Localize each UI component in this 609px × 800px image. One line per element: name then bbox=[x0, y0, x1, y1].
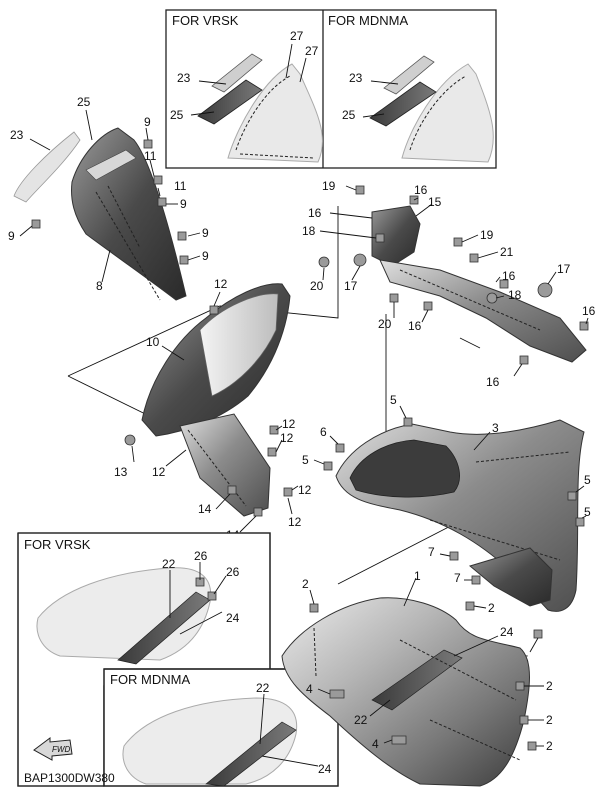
fwd-label: FWD bbox=[52, 745, 70, 754]
callout-20-b: 20 bbox=[378, 317, 392, 331]
callout-16-a: 16 bbox=[414, 183, 428, 197]
callout-25-vrsk-top: 25 bbox=[170, 108, 184, 122]
callout-9-b: 9 bbox=[180, 197, 187, 211]
callout-17-a: 17 bbox=[557, 262, 571, 276]
callout-12-e: 12 bbox=[288, 515, 302, 529]
inset-label-vrsk-top: FOR VRSK bbox=[172, 13, 239, 28]
callout-5-b: 5 bbox=[302, 453, 309, 467]
callout-16-f: 16 bbox=[486, 375, 500, 389]
callout-24-vrsk: 24 bbox=[226, 611, 240, 625]
callout-25-left: 25 bbox=[77, 95, 91, 109]
windscreen-mdnma-bottom bbox=[122, 697, 298, 787]
callout-26-b: 26 bbox=[226, 565, 240, 579]
callout-6: 6 bbox=[320, 425, 327, 439]
callout-5-a: 5 bbox=[390, 393, 397, 407]
callout-27a: 27 bbox=[290, 29, 304, 43]
callout-22-vrsk: 22 bbox=[162, 557, 176, 571]
callout-2-b: 2 bbox=[488, 601, 495, 615]
callout-4-b: 4 bbox=[372, 737, 379, 751]
callout-9-a: 9 bbox=[144, 115, 151, 129]
callout-9-d: 9 bbox=[202, 249, 209, 263]
callout-7-a: 7 bbox=[428, 545, 435, 559]
callout-4-a: 4 bbox=[306, 682, 313, 696]
callout-26-a: 26 bbox=[194, 549, 208, 563]
callout-9-e: 9 bbox=[8, 229, 15, 243]
callout-11-b: 11 bbox=[174, 179, 187, 193]
callout-13: 13 bbox=[114, 465, 128, 479]
callout-27b: 27 bbox=[305, 44, 319, 58]
callout-2-d: 2 bbox=[546, 713, 553, 727]
callout-5-c: 5 bbox=[584, 473, 591, 487]
callout-2-c: 2 bbox=[546, 679, 553, 693]
callout-12-c: 12 bbox=[152, 465, 166, 479]
middle-right-assembly: 5 6 3 5 5 5 7 7 5 bbox=[302, 393, 591, 667]
inset-label-mdnma-top: FOR MDNMA bbox=[328, 13, 408, 28]
callout-23-left: 23 bbox=[10, 128, 24, 142]
callout-22-main: 22 bbox=[354, 713, 368, 727]
diagram-code: BAP1300DW380 bbox=[24, 771, 115, 785]
callout-23-vrsk-top: 23 bbox=[177, 71, 191, 85]
middle-left-assembly: 12 10 12 13 12 14 12 14 12 12 bbox=[114, 277, 312, 542]
inset-label-mdnma-bottom: FOR MDNMA bbox=[110, 672, 190, 687]
callout-9-c: 9 bbox=[202, 226, 209, 240]
callout-8: 8 bbox=[96, 279, 103, 293]
callout-16-b: 16 bbox=[308, 206, 322, 220]
callout-16-c: 16 bbox=[502, 269, 516, 283]
callout-19-b: 19 bbox=[480, 228, 494, 242]
windscreen-vrsk-top bbox=[197, 53, 323, 163]
callout-3: 3 bbox=[492, 421, 499, 435]
callout-12-d: 12 bbox=[280, 431, 294, 445]
callout-7-b: 7 bbox=[454, 571, 461, 585]
callout-14-a: 14 bbox=[198, 502, 212, 516]
callout-15: 15 bbox=[428, 195, 442, 209]
callout-21: 21 bbox=[500, 245, 514, 259]
callout-10: 10 bbox=[146, 335, 160, 349]
callout-25-mdnma-top: 25 bbox=[342, 108, 356, 122]
callout-17-b: 17 bbox=[344, 279, 358, 293]
inset-bottom: FOR VRSK FOR MDNMA 22 26 26 24 22 24 FWD bbox=[17, 532, 339, 787]
callout-1: 1 bbox=[414, 569, 421, 583]
callout-12-b: 12 bbox=[282, 417, 296, 431]
callout-24-main: 24 bbox=[500, 625, 514, 639]
callout-23-mdnma-top: 23 bbox=[349, 71, 363, 85]
callout-16-e: 16 bbox=[582, 304, 596, 318]
upper-right-assembly: 19 16 16 15 18 19 21 17 20 17 16 18 20 1… bbox=[302, 179, 596, 389]
callout-11-a: 11 bbox=[144, 149, 157, 163]
callout-2-a: 2 bbox=[302, 577, 309, 591]
inset-label-vrsk-bottom: FOR VRSK bbox=[24, 537, 91, 552]
bottom-right-assembly: 2 1 2 24 4 2 22 2 4 2 bbox=[281, 569, 553, 787]
callout-2-e: 2 bbox=[546, 739, 553, 753]
callout-12-a: 12 bbox=[214, 277, 228, 291]
callout-18-b: 18 bbox=[508, 288, 522, 302]
inset-top: FOR VRSK FOR MDNMA 27 27 23 25 23 25 bbox=[165, 9, 497, 169]
callout-5-d: 5 bbox=[584, 505, 591, 519]
callout-24-mdnma: 24 bbox=[318, 762, 332, 776]
fwd-arrow-icon: FWD bbox=[33, 737, 73, 761]
callout-20-a: 20 bbox=[310, 279, 324, 293]
callout-12-f: 12 bbox=[298, 483, 312, 497]
callout-19-a: 19 bbox=[322, 179, 336, 193]
upper-left-assembly: 25 23 9 11 11 9 9 9 9 8 bbox=[8, 95, 209, 301]
callout-16-d: 16 bbox=[408, 319, 422, 333]
windscreen-mdnma-top bbox=[369, 55, 494, 163]
callout-22-mdnma: 22 bbox=[256, 681, 270, 695]
callout-18-a: 18 bbox=[302, 224, 316, 238]
